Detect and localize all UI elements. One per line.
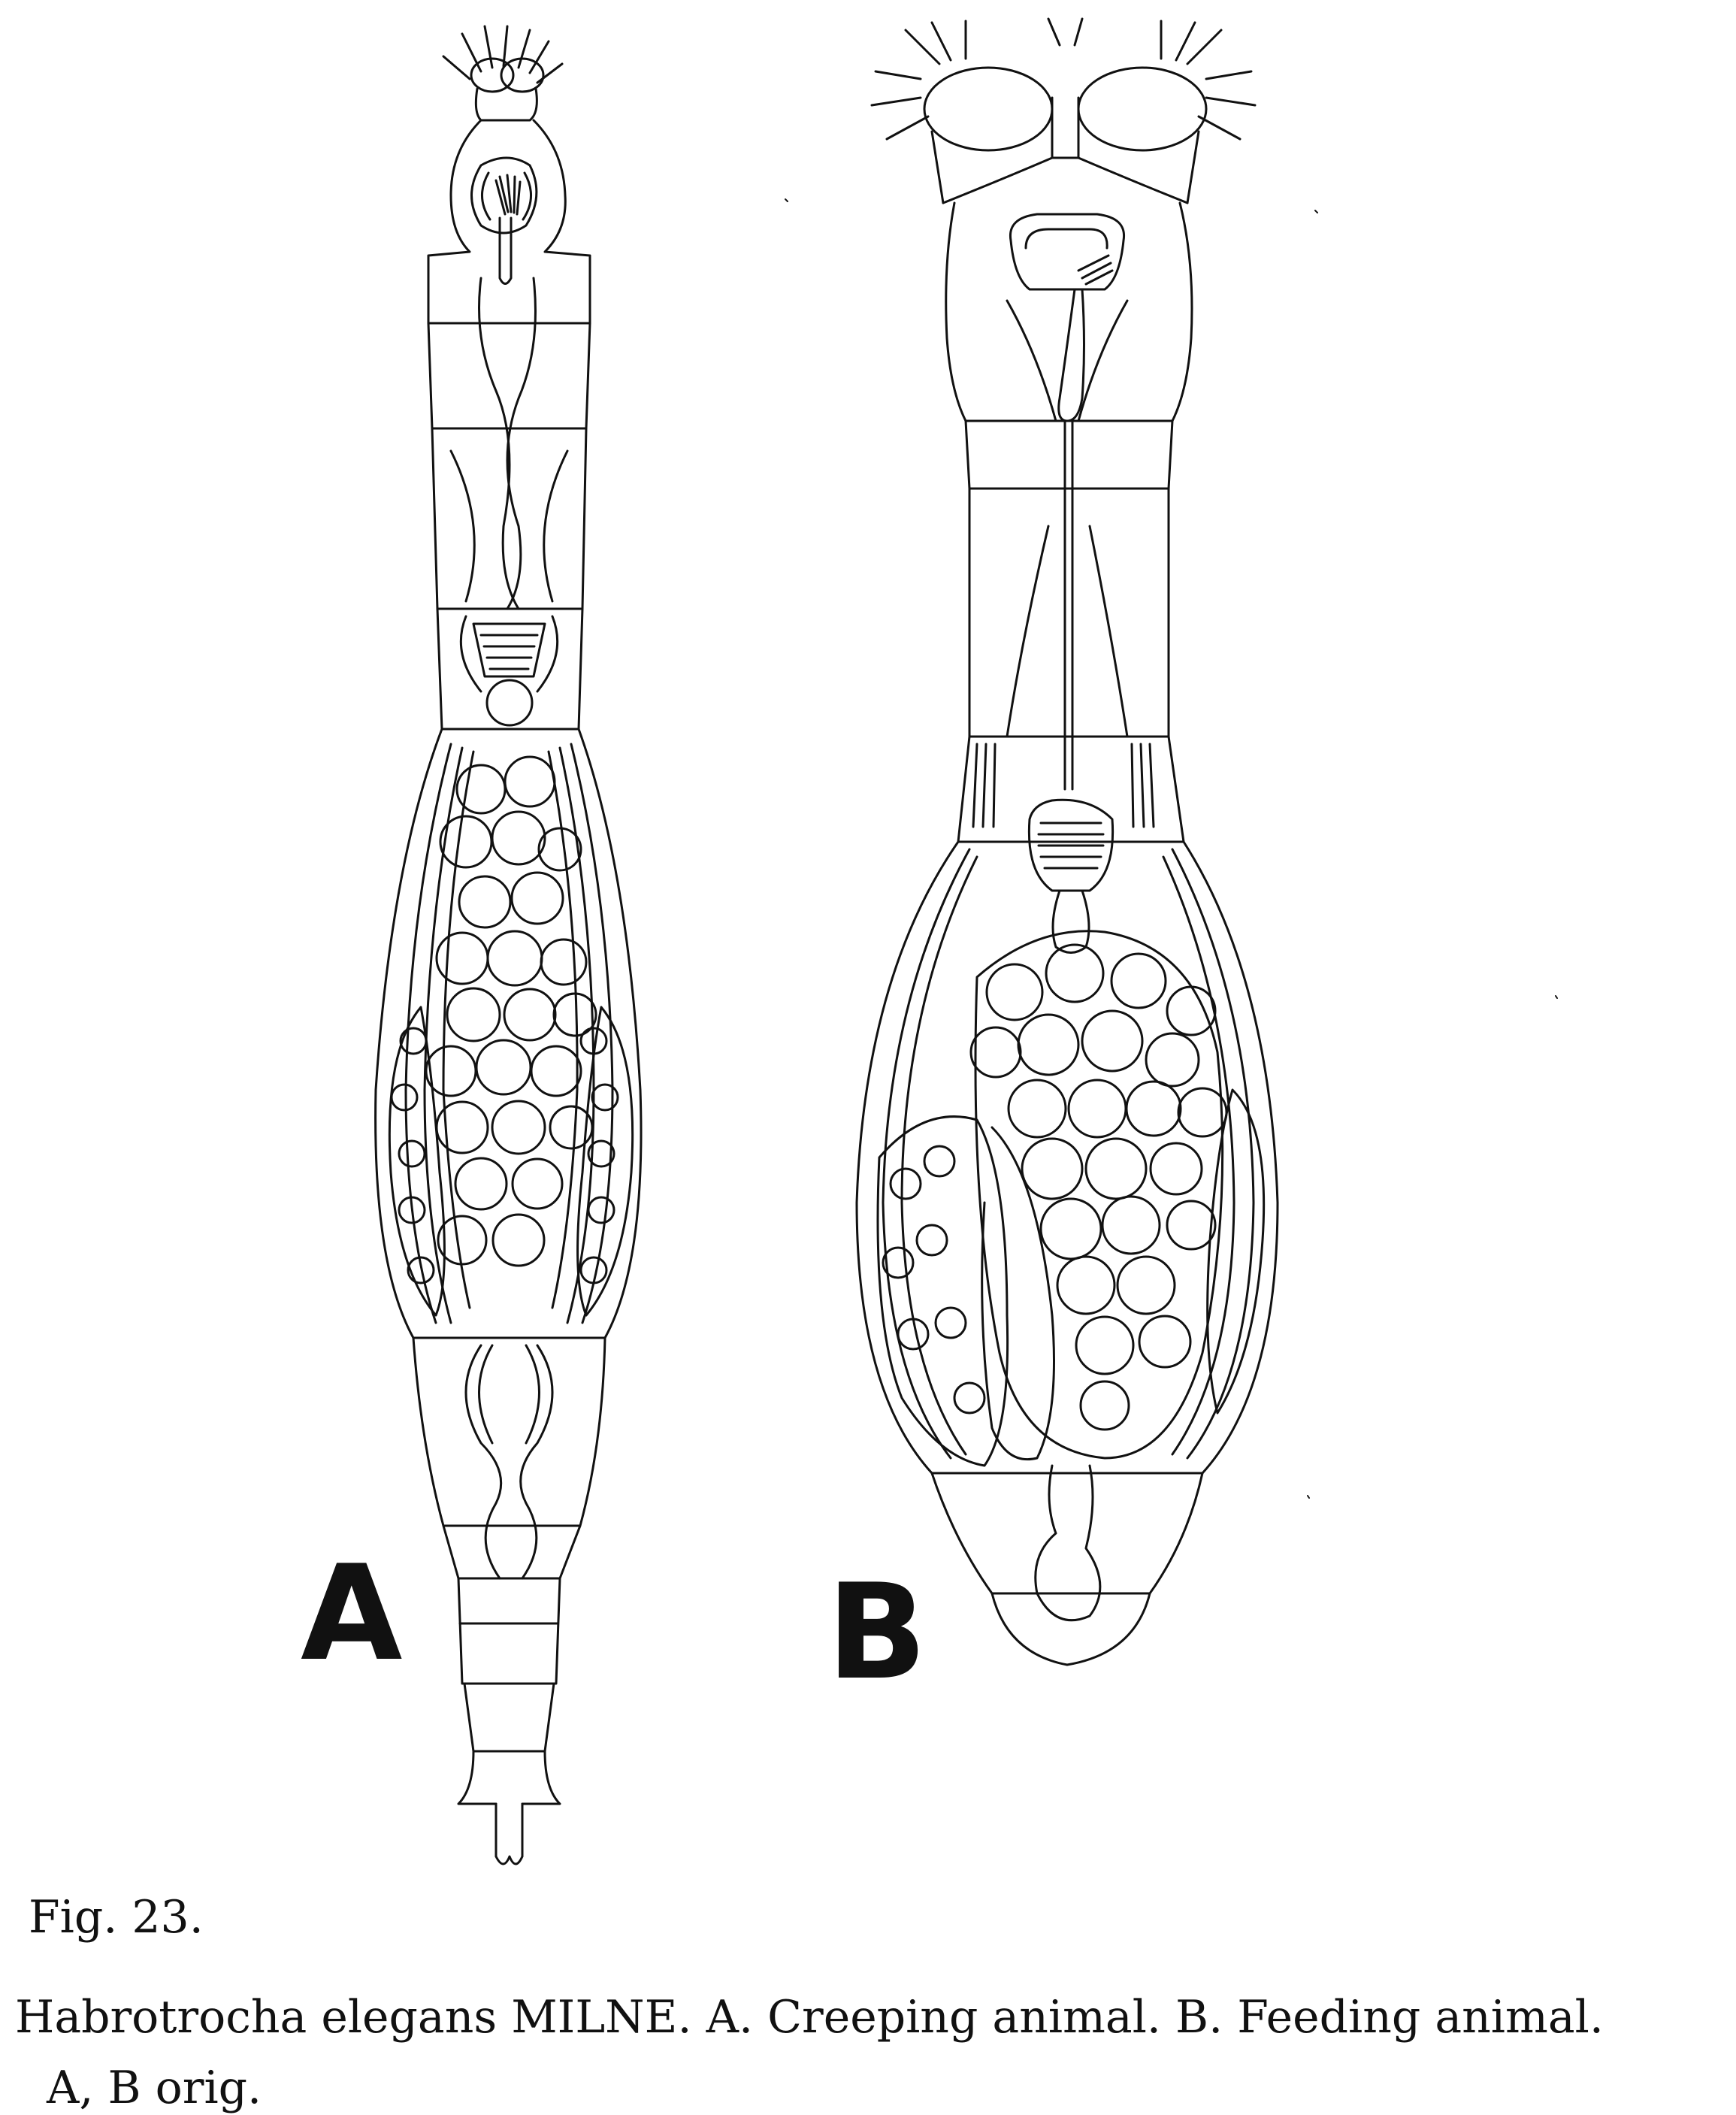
animal-b-cilia xyxy=(870,17,1257,141)
animal-b-ovary xyxy=(969,930,1228,1460)
animal-a-rostrum xyxy=(470,57,545,122)
animal-b-drawing xyxy=(855,17,1279,1666)
animal-a-neck xyxy=(427,277,591,610)
animal-a-rump xyxy=(412,1336,606,1580)
figure-caption: Habrotrocha elegans MILNE. A. Creeping a… xyxy=(15,1991,1604,2044)
animal-b-trunk xyxy=(855,840,1279,1475)
animal-a-foot xyxy=(457,1577,561,1865)
animal-b-corona xyxy=(923,66,1208,204)
animal-b-collar xyxy=(957,735,1185,843)
animal-b-head xyxy=(945,201,1193,422)
animal-a-cilia xyxy=(442,25,564,84)
animal-a-head xyxy=(427,119,591,325)
animal-a-trunk xyxy=(374,728,643,1339)
figure-number: Fig. 23. xyxy=(29,1891,204,1944)
panel-label-b: B xyxy=(827,1557,927,1709)
animal-b-neck xyxy=(964,419,1174,791)
scan-specks xyxy=(785,198,1558,1499)
animal-b-vitellarium xyxy=(876,1088,1266,1467)
animal-a-vitellarium xyxy=(388,1006,634,1317)
animal-a-drawing xyxy=(374,25,643,1865)
figure-origin-note: A, B orig. xyxy=(47,2062,262,2114)
animal-b-rump xyxy=(930,1464,1204,1666)
rotifer-figure xyxy=(374,17,1558,1865)
panel-label-a: A xyxy=(301,1538,403,1690)
animal-b-mastax xyxy=(1027,798,1114,954)
animal-a-ovary xyxy=(425,755,597,1267)
animal-a-mastax xyxy=(436,607,584,731)
